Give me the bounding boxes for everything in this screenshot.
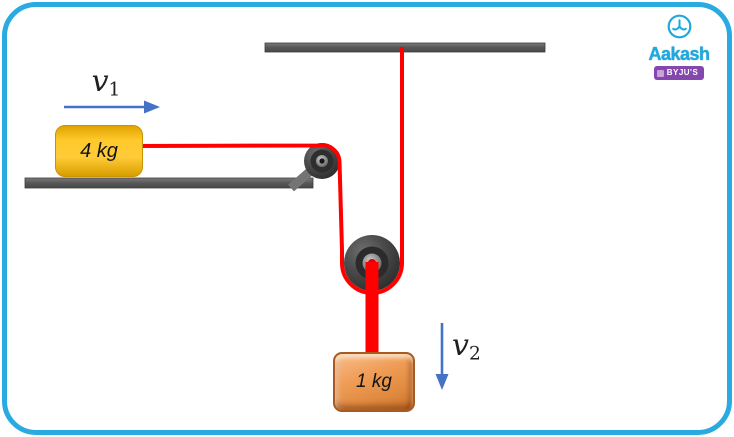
block-4kg: 4 kg xyxy=(55,125,143,177)
v1-label: v1 xyxy=(50,64,162,101)
small-pulley-axle xyxy=(319,158,325,164)
v2-annotation-box xyxy=(413,218,559,422)
ceiling-bar xyxy=(264,42,546,53)
v2-subscript: 2 xyxy=(468,343,481,365)
aakash-logo: Aakash BYJU'S xyxy=(636,13,722,80)
v2-label: v2 xyxy=(452,328,481,365)
v1-subscript: 1 xyxy=(108,79,121,101)
v1-symbol: v xyxy=(91,64,109,99)
v2-arrow-icon xyxy=(435,374,449,390)
block-4kg-label: 4 kg xyxy=(80,139,118,162)
byjus-badge-label: BYJU'S xyxy=(666,68,699,77)
v2-symbol: v xyxy=(452,328,469,363)
byjus-badge: BYJU'S xyxy=(653,66,705,80)
block-1kg: 1 kg xyxy=(333,352,415,412)
small-pulley xyxy=(304,143,340,179)
main-rope xyxy=(134,47,404,295)
block-1kg-label: 1 kg xyxy=(356,371,392,392)
table-surface xyxy=(24,177,314,189)
byjus-tag-icon xyxy=(656,70,664,77)
aakash-emblem-icon xyxy=(667,14,691,39)
v1-arrow-icon xyxy=(144,100,160,114)
brand-name: Aakash xyxy=(648,44,710,64)
